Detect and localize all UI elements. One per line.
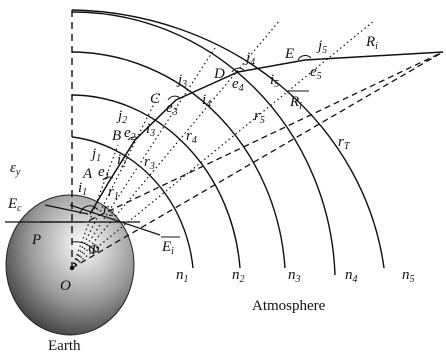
label-n5: n5 xyxy=(402,267,415,285)
label-Ei-bar: Ei xyxy=(161,239,174,257)
label-e4: e4 xyxy=(232,76,244,94)
angle-arc-B xyxy=(127,136,139,141)
label-n2: n2 xyxy=(232,267,245,285)
tangent-line xyxy=(69,204,161,236)
shell-boundary-2 xyxy=(71,94,241,269)
label-point-A: A xyxy=(82,166,93,182)
label-i3: i3 xyxy=(146,121,155,139)
label-e1: e1 xyxy=(98,164,110,182)
label-Ri: Ri xyxy=(365,34,378,52)
label-earth: Earth xyxy=(48,338,81,354)
earth-disc xyxy=(5,194,135,336)
label-Ec: Ec xyxy=(7,196,22,214)
label-r2: r2 xyxy=(103,201,114,219)
angle-arc-A xyxy=(102,176,114,181)
label-r4: r4 xyxy=(186,128,197,146)
earth-centre-to-target xyxy=(71,51,444,269)
label-j2: j2 xyxy=(116,108,127,126)
label-n3: n3 xyxy=(288,267,301,285)
shell-boundary-1 xyxy=(71,136,194,269)
label-n4: n4 xyxy=(345,267,358,285)
label-rT: rT xyxy=(338,134,351,152)
label-P: P xyxy=(31,232,41,248)
radius-line-A xyxy=(71,144,119,269)
label-i2: i2 xyxy=(117,152,126,170)
label-i5: i5 xyxy=(270,72,279,90)
angle-arc-E xyxy=(297,55,312,61)
angle-arc-C xyxy=(167,95,181,101)
label-atmosphere: Atmosphere xyxy=(252,298,326,314)
label-r3: r3 xyxy=(144,154,155,172)
shell-boundary-3 xyxy=(71,51,286,269)
label-j1: j1 xyxy=(90,146,101,164)
label-Phi: Φ xyxy=(88,242,100,258)
refracted-ray xyxy=(89,51,444,215)
label-e2: e2 xyxy=(124,125,136,143)
label-n1: n1 xyxy=(176,267,189,285)
label-point-E: E xyxy=(284,46,294,62)
label-point-B: B xyxy=(112,128,121,144)
angle-arc-observer xyxy=(79,205,99,215)
label-O: O xyxy=(60,278,71,294)
label-i1: i1 xyxy=(78,180,87,198)
label-r1: r1 xyxy=(108,184,119,202)
label-Ri-bar: Ri xyxy=(289,94,302,112)
label-e3: e3 xyxy=(166,100,178,118)
label-e5: e5 xyxy=(310,64,322,82)
label-eps-y: εy xyxy=(10,160,21,178)
shell-boundary-5 xyxy=(71,9,385,269)
label-point-D: D xyxy=(213,66,225,82)
shell-boundary-4 xyxy=(71,11,336,276)
label-i4: i4 xyxy=(202,92,211,110)
radius-line-C xyxy=(71,47,216,269)
straight-line-target xyxy=(89,51,444,221)
label-j4: j4 xyxy=(244,50,255,68)
label-point-C: C xyxy=(150,91,161,107)
label-j3: j3 xyxy=(176,72,187,90)
angle-arc-D xyxy=(231,67,245,73)
angle-arc-phi xyxy=(71,241,97,253)
label-r5: r5 xyxy=(254,108,265,126)
radius-line-B xyxy=(71,91,161,269)
label-j5: j5 xyxy=(316,38,327,56)
earth-centre-dot xyxy=(69,265,75,271)
